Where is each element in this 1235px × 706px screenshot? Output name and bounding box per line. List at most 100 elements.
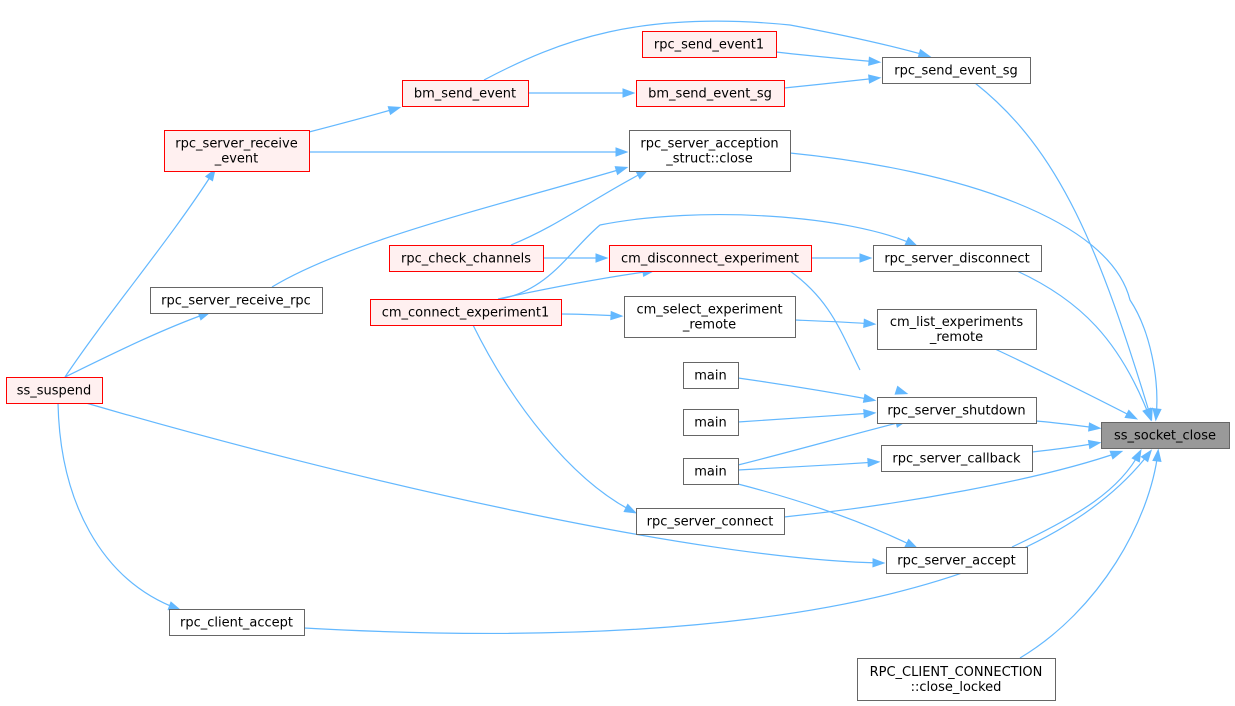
arrow-head-icon (595, 253, 609, 263)
arrow-head-icon (1142, 407, 1152, 422)
edge-ss_suspend-to-rpc_server_receive_event (64, 168, 216, 378)
node-main3[interactable]: main (683, 458, 739, 485)
node-rpc-server-connect[interactable]: rpc_server_connect (636, 508, 785, 535)
arrow-head-icon (387, 106, 402, 116)
node-box (877, 309, 1037, 350)
edge-line (497, 270, 653, 300)
edge-line (994, 348, 1136, 419)
node-layer: ss_socket_close rpc_send_event1 rpc_send_e… (6, 31, 1230, 701)
edge-cm_connect_experiment1-to-rpc_server_connect (472, 324, 638, 514)
edge-rpc_server_disconnect-to-ss_socket_close (1016, 270, 1152, 422)
node-rpc-server-shutdown[interactable]: rpc_server_shutdown (877, 397, 1037, 424)
node-cm-list-experiments-remote[interactable]: cm_list_experiments_remote (877, 309, 1037, 350)
edge-cm_disconnect_experiment-to-rpc_server_shutdown (789, 270, 909, 395)
arrow-head-icon (1152, 408, 1162, 422)
arrow-head-icon (859, 253, 873, 263)
node-box (642, 31, 777, 58)
edge-ss_suspend-to-rpc_server_accept (85, 402, 886, 568)
node-label: main (694, 465, 726, 480)
edge-rpc_server_receive_rpc-to-rpc_server_acception_close (271, 166, 629, 288)
node-label: rpc_server_receive_rpc (161, 294, 311, 309)
node-rpc-server-receive-rpc[interactable]: rpc_server_receive_rpc (150, 287, 323, 314)
node-label: rpc_send_event_sg (894, 64, 1018, 79)
edge-cm_connect_experiment1-to-cm_disconnect_experiment (497, 267, 656, 300)
node-box (636, 80, 785, 107)
node-label: bm_send_event (414, 87, 516, 102)
edge-ss_suspend-to-rpc_server_receive_rpc (64, 311, 212, 378)
edge-line (308, 107, 399, 133)
node-rpc-send-event-sg[interactable]: rpc_send_event_sg (882, 57, 1031, 84)
node-label: ::close_locked (911, 680, 1002, 695)
edge-line (737, 483, 916, 548)
arrow-head-icon (622, 88, 636, 98)
node-box (6, 377, 103, 404)
arrow-head-icon (872, 558, 886, 568)
arrow-head-icon (1131, 448, 1142, 463)
edge-bm_send_event-to-bm_send_event_sg (528, 88, 636, 98)
node-ss-socket-close[interactable]: ss_socket_close (1101, 422, 1230, 449)
node-cm-connect-experiment1[interactable]: cm_connect_experiment1 (370, 299, 562, 326)
node-box (389, 245, 544, 272)
edge-rpc_server_receive_event-to-rpc_server_acception_close (308, 147, 629, 157)
node-main2[interactable]: main (683, 409, 739, 436)
edge-line (510, 170, 647, 246)
arrow-head-icon (862, 393, 877, 403)
edge-ss_suspend-to-rpc_client_accept (57, 402, 182, 611)
node-rpc-server-disconnect[interactable]: rpc_server_disconnect (873, 245, 1042, 272)
node-main1[interactable]: main (683, 362, 739, 389)
edge-line (737, 377, 874, 401)
edge-rpc_server_accept-to-ss_socket_close (1011, 448, 1142, 548)
node-rpc-send-event1[interactable]: rpc_send_event1 (642, 31, 777, 58)
arrow-head-icon (623, 503, 638, 514)
edge-rpc_client_connection_close_locked-to-ss_socket_close (1019, 448, 1162, 659)
node-label: ss_suspend (17, 384, 92, 399)
edge-line (499, 214, 916, 300)
edge-line (737, 412, 874, 423)
node-box (370, 299, 562, 326)
edge-line (483, 20, 929, 81)
arrow-head-icon (1124, 409, 1139, 420)
node-label: _remote (682, 318, 736, 333)
edge-line (271, 167, 626, 288)
node-rpc-server-accept[interactable]: rpc_server_accept (886, 547, 1028, 574)
edge-line (974, 82, 1152, 419)
edge-cm_list_experiments_remote-to-ss_socket_close (994, 348, 1139, 420)
arrow-head-icon (167, 601, 182, 611)
node-box (873, 245, 1042, 272)
edge-main3-to-rpc_server_callback (737, 457, 881, 471)
edge-line (789, 270, 861, 371)
node-cm-disconnect-experiment[interactable]: cm_disconnect_experiment (609, 245, 812, 272)
node-box (857, 658, 1056, 701)
node-label: rpc_server_accept (897, 554, 1016, 569)
node-label: cm_connect_experiment1 (382, 306, 550, 321)
node-rpc-server-acception-close[interactable]: rpc_server_acception_struct::close (629, 130, 791, 172)
node-bm-send-event[interactable]: bm_send_event (402, 80, 529, 107)
node-ss-suspend[interactable]: ss_suspend (6, 377, 103, 404)
node-rpc-check-channels[interactable]: rpc_check_channels (389, 245, 544, 272)
arrow-head-icon (1088, 422, 1102, 432)
edge-rpc_client_accept-to-ss_socket_close (303, 449, 1153, 635)
node-box (881, 445, 1033, 472)
node-rpc-client-connection-close-locked[interactable]: RPC_CLIENT_CONNECTION::close_locked (857, 658, 1056, 701)
node-box (629, 130, 791, 172)
edge-line (1011, 451, 1141, 548)
edge-rpc_server_callback-to-ss_socket_close (1031, 439, 1102, 453)
node-bm-send-event-sg[interactable]: bm_send_event_sg (636, 80, 785, 107)
node-rpc-server-callback[interactable]: rpc_server_callback (881, 445, 1033, 472)
node-label: rpc_server_receive (175, 137, 297, 152)
arrow-head-icon (204, 168, 216, 182)
edge-rpc_check_channels-to-cm_disconnect_experiment (542, 253, 609, 263)
node-box (877, 397, 1037, 424)
node-box (169, 609, 305, 636)
node-label: rpc_server_disconnect (884, 252, 1029, 267)
node-box (683, 362, 739, 389)
edge-line (64, 312, 209, 378)
node-rpc-server-receive-event[interactable]: rpc_server_receive_event (164, 130, 310, 172)
edge-cm_connect_experiment1-to-cm_select_experiment_remote (560, 310, 624, 321)
node-label: _remote (929, 330, 983, 345)
arrow-head-icon (867, 457, 881, 468)
edge-line (1031, 442, 1099, 453)
node-rpc-client-accept[interactable]: rpc_client_accept (169, 609, 305, 636)
arrow-head-icon (614, 166, 629, 176)
node-cm-select-experiment-remote[interactable]: cm_select_experiment_remote (624, 296, 796, 338)
